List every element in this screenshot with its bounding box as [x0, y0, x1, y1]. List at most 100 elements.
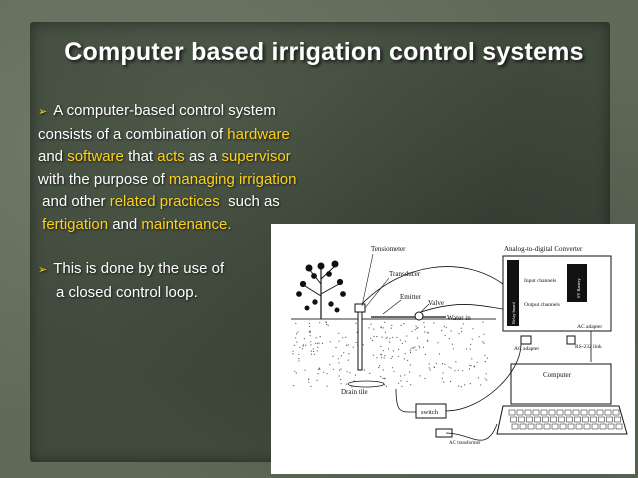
soil-dot — [433, 322, 435, 324]
soil-dot — [416, 327, 418, 330]
soil-dot — [382, 369, 384, 371]
battery-icon — [567, 264, 587, 302]
soil-dot — [308, 330, 310, 332]
soil-dot — [471, 338, 473, 340]
soil-dot — [304, 369, 306, 371]
soil-dot — [484, 354, 486, 356]
soil-dot — [406, 380, 408, 382]
soil-dot — [381, 336, 383, 338]
soil-dot — [427, 332, 429, 334]
soil-dot — [409, 350, 411, 352]
soil-dot — [444, 363, 446, 365]
soil-dot — [345, 336, 347, 338]
soil-dot — [346, 344, 348, 346]
soil-dot — [469, 348, 471, 350]
highlighted-term: managing irrigation — [168, 170, 297, 188]
soil-dot — [441, 377, 443, 380]
soil-dot — [471, 358, 473, 360]
bullet-text: and — [108, 215, 142, 233]
soil-dot — [384, 384, 386, 386]
label-battery: 6V Battery — [576, 277, 581, 298]
soil-dot — [384, 321, 386, 323]
soil-dot — [392, 336, 394, 338]
soil-dot — [316, 350, 318, 352]
label-ac-adapter-2: AC adapter — [514, 346, 539, 352]
soil-dot — [460, 386, 462, 388]
keyboard-key — [567, 423, 575, 430]
label-adc: Analog-to-digital Converter — [504, 245, 583, 253]
soil-dot — [318, 367, 320, 369]
soil-dot — [308, 381, 310, 383]
soil-dot — [338, 375, 340, 377]
computer-screen — [510, 363, 612, 405]
soil-dot — [476, 361, 478, 363]
keyboard-key — [588, 409, 596, 416]
soil-dot — [294, 370, 296, 372]
soil-dot — [482, 321, 484, 323]
bullet-line: a closed control loop. — [38, 282, 358, 305]
soil-dot — [426, 339, 428, 341]
bullet-arrow-icon: ➢ — [38, 264, 48, 276]
keyboard-key — [519, 423, 527, 430]
keyboard-key — [612, 409, 620, 416]
keyboard-key — [543, 423, 551, 430]
soil-dot — [382, 377, 384, 379]
soil-dot — [308, 322, 310, 324]
soil-dot — [454, 370, 456, 372]
label-tensiometer: Tensiometer — [371, 245, 406, 253]
soil-dot — [483, 342, 485, 344]
soil-texture — [292, 321, 489, 388]
soil-dot — [427, 340, 429, 342]
soil-dot — [448, 338, 450, 340]
soil-dot — [464, 384, 466, 386]
soil-dot — [356, 331, 358, 333]
soil-dot — [362, 344, 364, 346]
bullet-text: This is done by the use of — [53, 260, 225, 277]
soil-dot — [309, 325, 311, 327]
soil-dot — [422, 346, 425, 348]
soil-dot — [443, 381, 445, 383]
soil-dot — [332, 355, 334, 357]
bullet-arrow-icon: ➢ — [38, 106, 48, 118]
soil-dot — [419, 375, 421, 377]
soil-dot — [401, 385, 403, 387]
soil-dot — [400, 380, 402, 382]
soil-dot — [457, 369, 459, 371]
irrigation-diagram: Tensiometer Transducer Emitter Valve Wat… — [271, 224, 635, 474]
bullet-text: and — [38, 148, 68, 165]
soil-dot — [406, 335, 408, 337]
soil-dot — [298, 358, 300, 360]
soil-dot — [412, 347, 414, 349]
keyboard-key — [540, 409, 548, 416]
soil-dot — [305, 344, 307, 346]
soil-dot — [478, 336, 480, 338]
keyboard-key — [575, 423, 583, 430]
soil-dot — [326, 323, 328, 325]
soil-dot — [416, 337, 419, 339]
keyboard-key — [550, 416, 557, 423]
soil-dot — [417, 327, 419, 329]
soil-dot — [401, 342, 403, 345]
label-output-channels: Output channels — [524, 302, 560, 308]
highlighted-term: fertigation — [38, 215, 109, 233]
label-emitter: Emitter — [400, 293, 422, 301]
soil-dot — [414, 346, 416, 348]
soil-dot — [468, 368, 471, 370]
soil-dot — [313, 353, 315, 355]
soil-dot — [438, 353, 441, 355]
bullet-line: and other related practices such as — [38, 191, 358, 214]
soil-dot — [389, 341, 391, 343]
keyboard-key — [598, 416, 605, 423]
tensiometer-tube — [357, 309, 363, 371]
soil-dot — [339, 369, 341, 371]
soil-dot — [309, 332, 311, 334]
soil-dot — [310, 385, 312, 387]
keyboard-key — [572, 409, 580, 416]
bullet-line: ➢A computer-based control system — [38, 100, 358, 124]
soil-dot — [380, 345, 382, 348]
label-water-in: Water in — [447, 314, 471, 322]
soil-dot — [403, 358, 405, 360]
bullet-line: ➢ This is done by the use of — [38, 258, 358, 282]
soil-dot — [303, 338, 305, 340]
